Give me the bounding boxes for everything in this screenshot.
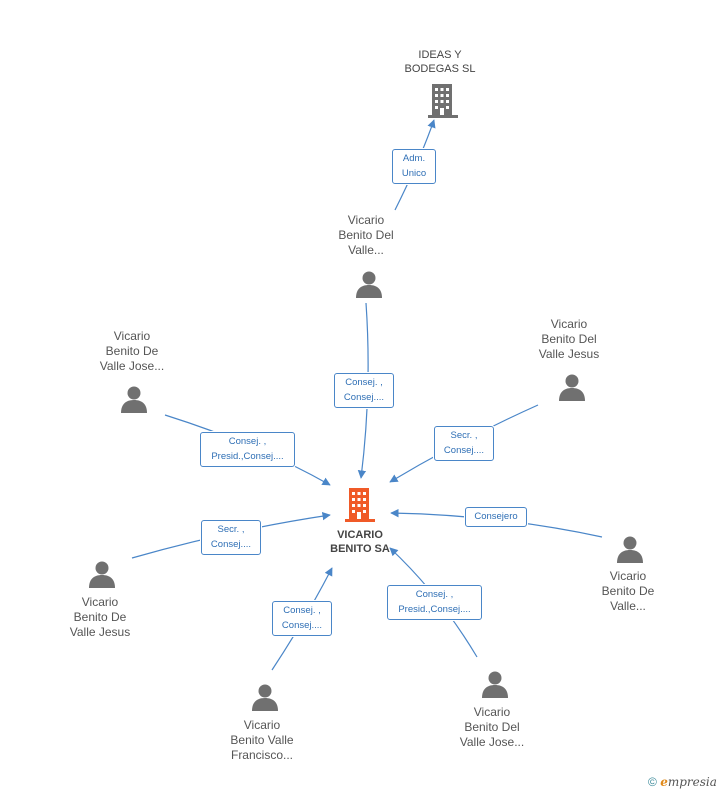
person-label-line: Valle Jose... bbox=[99, 359, 165, 373]
person-label-line: Valle Jesus bbox=[69, 625, 131, 639]
person-icon bbox=[617, 536, 643, 563]
person-icon bbox=[356, 271, 382, 298]
person-icon bbox=[121, 386, 147, 413]
person-icon bbox=[559, 374, 585, 401]
person-label: Vicario Benito De Valle Jose... bbox=[82, 329, 182, 374]
person-label-line: Benito De bbox=[601, 584, 655, 598]
role-line: Unico bbox=[401, 168, 427, 179]
person-label-line: Benito Valle bbox=[230, 733, 294, 747]
role-badge-left-bottom[interactable]: Secr. , Consej.... bbox=[201, 520, 261, 555]
person-label-line: Benito Del bbox=[541, 332, 597, 346]
person-icon bbox=[89, 561, 115, 588]
person-label: Vicario Benito Del Valle Jesus bbox=[519, 317, 619, 362]
person-label: Vicario Benito Del Valle... bbox=[316, 213, 416, 258]
role-line: Secr. , bbox=[450, 430, 478, 441]
company-label-line: BENITO SA bbox=[330, 543, 390, 555]
role-badge-right-bottom[interactable]: Consejero bbox=[465, 507, 527, 527]
role-line: Consej. , bbox=[415, 589, 454, 600]
footer-copyright: © empresia bbox=[648, 775, 717, 789]
person-label-line: Valle Jose... bbox=[459, 735, 525, 749]
person-icon bbox=[252, 684, 278, 711]
role-line: Consej. , bbox=[228, 436, 267, 447]
company-label: IDEAS Y BODEGAS SL bbox=[380, 48, 500, 76]
person-label-line: Benito De bbox=[73, 610, 127, 624]
role-badge-left-top[interactable]: Consej. , Presid.,Consej.... bbox=[200, 432, 295, 467]
role-line: Presid.,Consej.... bbox=[398, 604, 471, 615]
role-line: Presid.,Consej.... bbox=[211, 451, 284, 462]
person-label-line: Valle Jesus bbox=[538, 347, 600, 361]
company-label-line: VICARIO bbox=[337, 529, 383, 541]
role-line: Adm. bbox=[402, 153, 426, 164]
person-label: Vicario Benito Del Valle Jose... bbox=[442, 705, 542, 750]
role-line: Consej.... bbox=[343, 392, 385, 403]
person-label: Vicario Benito De Valle... bbox=[578, 569, 678, 614]
role-badge-top[interactable]: Consej. , Consej.... bbox=[334, 373, 394, 408]
role-line: Consej.... bbox=[281, 620, 323, 631]
person-label-line: Vicario bbox=[347, 213, 385, 227]
person-node-left-top[interactable]: Vicario Benito De Valle Jose... bbox=[82, 329, 182, 413]
role-line: Consej.... bbox=[210, 539, 252, 550]
person-label-line: Benito Del bbox=[338, 228, 394, 242]
person-label: Vicario Benito Valle Francisco... bbox=[212, 718, 312, 763]
person-label-line: Vicario bbox=[550, 317, 588, 331]
role-line: Consej.... bbox=[443, 445, 485, 456]
person-label-line: Vicario bbox=[113, 329, 151, 343]
role-line: Consej. , bbox=[283, 605, 321, 616]
role-badge-bottom-right[interactable]: Consej. , Presid.,Consej.... bbox=[387, 585, 482, 620]
role-line: Secr. , bbox=[217, 524, 245, 535]
person-label-line: Vicario bbox=[81, 595, 119, 609]
role-badge-right-top[interactable]: Secr. , Consej.... bbox=[434, 426, 494, 461]
person-node-top[interactable]: Vicario Benito Del Valle... bbox=[316, 213, 416, 298]
person-node-right-top[interactable]: Vicario Benito Del Valle Jesus bbox=[519, 317, 619, 401]
copyright-icon: © bbox=[648, 775, 657, 789]
person-icon bbox=[482, 671, 508, 698]
center-company-label: VICARIO BENITO SA bbox=[315, 528, 405, 556]
company-label-line: IDEAS Y bbox=[418, 49, 462, 61]
role-badge-adm-unico[interactable]: Adm. Unico bbox=[392, 149, 436, 184]
person-label-line: Benito Del bbox=[464, 720, 520, 734]
brand-logo-text: mpresia bbox=[667, 775, 717, 789]
role-line: Consej. , bbox=[345, 377, 383, 388]
person-label-line: Vicario bbox=[609, 569, 647, 583]
person-label: Vicario Benito De Valle Jesus bbox=[50, 595, 150, 640]
company-label-line: BODEGAS SL bbox=[404, 63, 476, 75]
role-badge-bottom-left[interactable]: Consej. , Consej.... bbox=[272, 601, 332, 636]
person-label-line: Valle... bbox=[610, 599, 646, 613]
brand-logo[interactable]: empresia bbox=[660, 775, 717, 789]
person-label-line: Vicario bbox=[243, 718, 281, 732]
person-label-line: Benito De bbox=[105, 344, 159, 358]
company-node-ideas-y-bodegas[interactable]: IDEAS Y BODEGAS SL bbox=[380, 48, 500, 118]
building-icon bbox=[345, 488, 375, 522]
building-icon bbox=[428, 84, 458, 118]
person-label-line: Valle... bbox=[348, 243, 384, 257]
role-line: Consejero bbox=[474, 511, 518, 522]
person-label-line: Vicario bbox=[473, 705, 511, 719]
person-label-line: Francisco... bbox=[230, 748, 293, 762]
brand-logo-initial: e bbox=[660, 775, 668, 789]
